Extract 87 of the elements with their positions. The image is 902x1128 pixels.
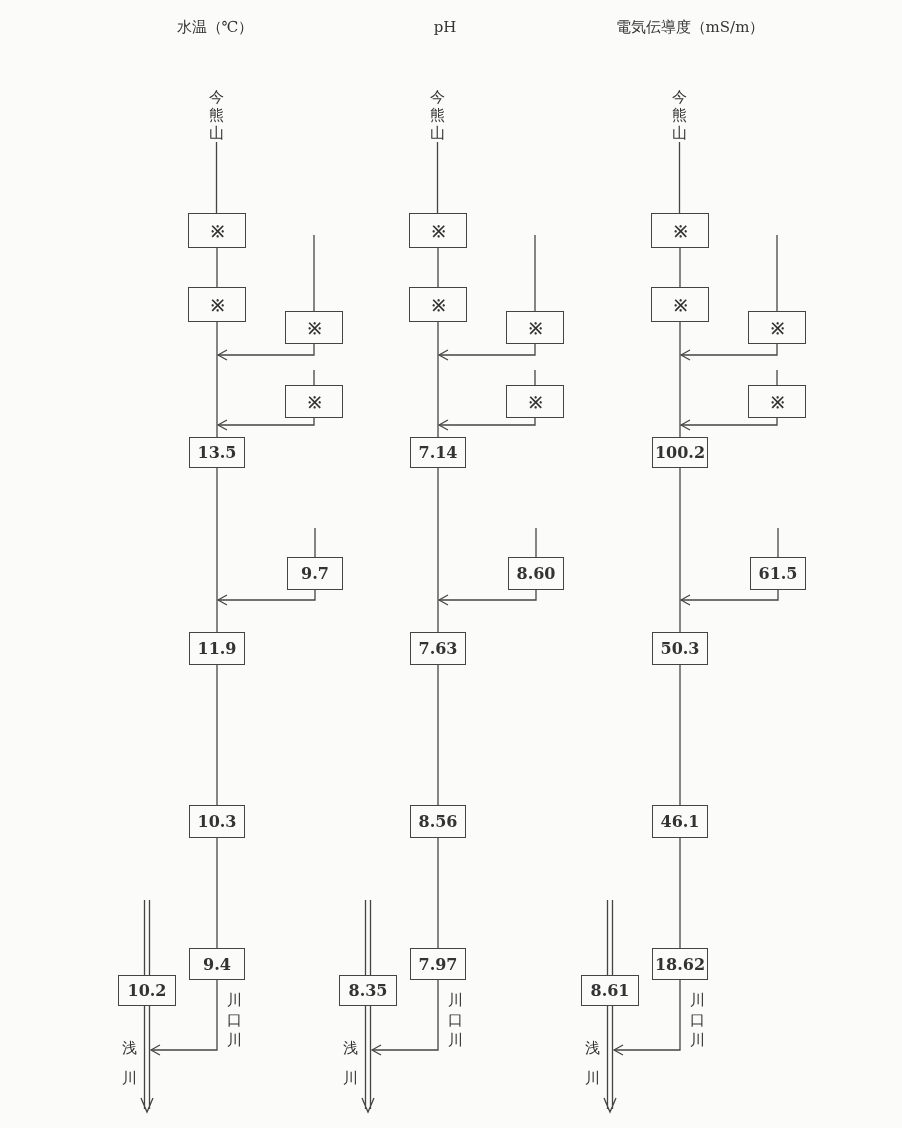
river-line bbox=[679, 664, 681, 806]
measurement-box: ※ bbox=[409, 213, 467, 248]
river-name: 川口川 bbox=[690, 990, 705, 1050]
river-arrow bbox=[364, 899, 372, 976]
panel-heading: 水温（℃） bbox=[176, 18, 254, 37]
river-line bbox=[437, 664, 439, 806]
arrow bbox=[438, 589, 537, 606]
measurement-box: 18.62 bbox=[652, 948, 708, 980]
river-line bbox=[216, 467, 218, 633]
measurement-box: 10.3 bbox=[189, 805, 245, 838]
river-line bbox=[679, 467, 681, 633]
river-line bbox=[679, 837, 681, 949]
arrow bbox=[217, 343, 315, 361]
river-line bbox=[216, 664, 218, 806]
river-line bbox=[437, 247, 439, 288]
measurement-box: 8.35 bbox=[339, 975, 397, 1006]
arrow bbox=[680, 343, 778, 361]
source-label: 今熊山 bbox=[430, 88, 445, 142]
arrow bbox=[150, 979, 218, 1056]
river-line bbox=[216, 321, 218, 438]
river-line bbox=[679, 321, 681, 438]
river-line bbox=[216, 247, 218, 288]
river-line bbox=[678, 141, 681, 214]
panel-heading: 電気伝導度（mS/m） bbox=[615, 18, 765, 37]
river-line bbox=[216, 837, 218, 949]
river-name: 浅川 bbox=[122, 1038, 137, 1089]
river-arrow bbox=[603, 1005, 617, 1114]
measurement-box: 10.2 bbox=[118, 975, 176, 1006]
river-arrow bbox=[361, 1005, 375, 1114]
measurement-box: 50.3 bbox=[652, 632, 708, 665]
river-line bbox=[314, 527, 316, 558]
river-line bbox=[215, 141, 218, 214]
arrow bbox=[217, 417, 315, 431]
measurement-box: 9.7 bbox=[287, 557, 343, 590]
measurement-box: ※ bbox=[188, 287, 246, 322]
river-line bbox=[534, 234, 536, 312]
measurement-box: 11.9 bbox=[189, 632, 245, 665]
panel-heading: pH bbox=[433, 18, 457, 36]
river-line bbox=[535, 527, 537, 558]
measurement-box: ※ bbox=[409, 287, 467, 322]
source-label: 今熊山 bbox=[672, 88, 687, 142]
river-line bbox=[313, 234, 315, 312]
river-line bbox=[679, 247, 681, 288]
arrow bbox=[217, 589, 316, 606]
river-name: 浅川 bbox=[585, 1038, 600, 1089]
measurement-box: 46.1 bbox=[652, 805, 708, 838]
measurement-box: 8.60 bbox=[508, 557, 564, 590]
river-line bbox=[776, 234, 778, 312]
river-line bbox=[437, 837, 439, 949]
measurement-box: 8.56 bbox=[410, 805, 466, 838]
arrow bbox=[613, 979, 681, 1056]
river-line bbox=[437, 321, 439, 438]
arrow bbox=[371, 979, 439, 1056]
river-name: 川口川 bbox=[448, 990, 463, 1050]
river-line bbox=[313, 369, 315, 386]
river-arrow bbox=[606, 899, 614, 976]
river-line bbox=[437, 467, 439, 633]
river-name: 川口川 bbox=[227, 990, 242, 1050]
river-name: 浅川 bbox=[343, 1038, 358, 1089]
river-line bbox=[534, 369, 536, 386]
measurement-box: ※ bbox=[748, 385, 806, 418]
river-arrow bbox=[143, 899, 151, 976]
river-arrow bbox=[140, 1005, 154, 1114]
river-line bbox=[777, 527, 779, 558]
measurement-box: 13.5 bbox=[189, 437, 245, 468]
measurement-box: 7.14 bbox=[410, 437, 466, 468]
measurement-box: ※ bbox=[651, 213, 709, 248]
measurement-box: ※ bbox=[506, 311, 564, 344]
measurement-box: ※ bbox=[285, 311, 343, 344]
arrow bbox=[680, 589, 779, 606]
river-line bbox=[776, 369, 778, 386]
arrow bbox=[680, 417, 778, 431]
measurement-box: ※ bbox=[651, 287, 709, 322]
arrow bbox=[438, 343, 536, 361]
measurement-box: 8.61 bbox=[581, 975, 639, 1006]
measurement-box: 61.5 bbox=[750, 557, 806, 590]
measurement-box: ※ bbox=[285, 385, 343, 418]
river-line bbox=[436, 141, 439, 214]
source-label: 今熊山 bbox=[209, 88, 224, 142]
measurement-box: ※ bbox=[188, 213, 246, 248]
measurement-box: 100.2 bbox=[652, 437, 708, 468]
arrow bbox=[438, 417, 536, 431]
measurement-box: 9.4 bbox=[189, 948, 245, 980]
measurement-box: ※ bbox=[748, 311, 806, 344]
measurement-box: 7.63 bbox=[410, 632, 466, 665]
measurement-box: ※ bbox=[506, 385, 564, 418]
measurement-box: 7.97 bbox=[410, 948, 466, 980]
